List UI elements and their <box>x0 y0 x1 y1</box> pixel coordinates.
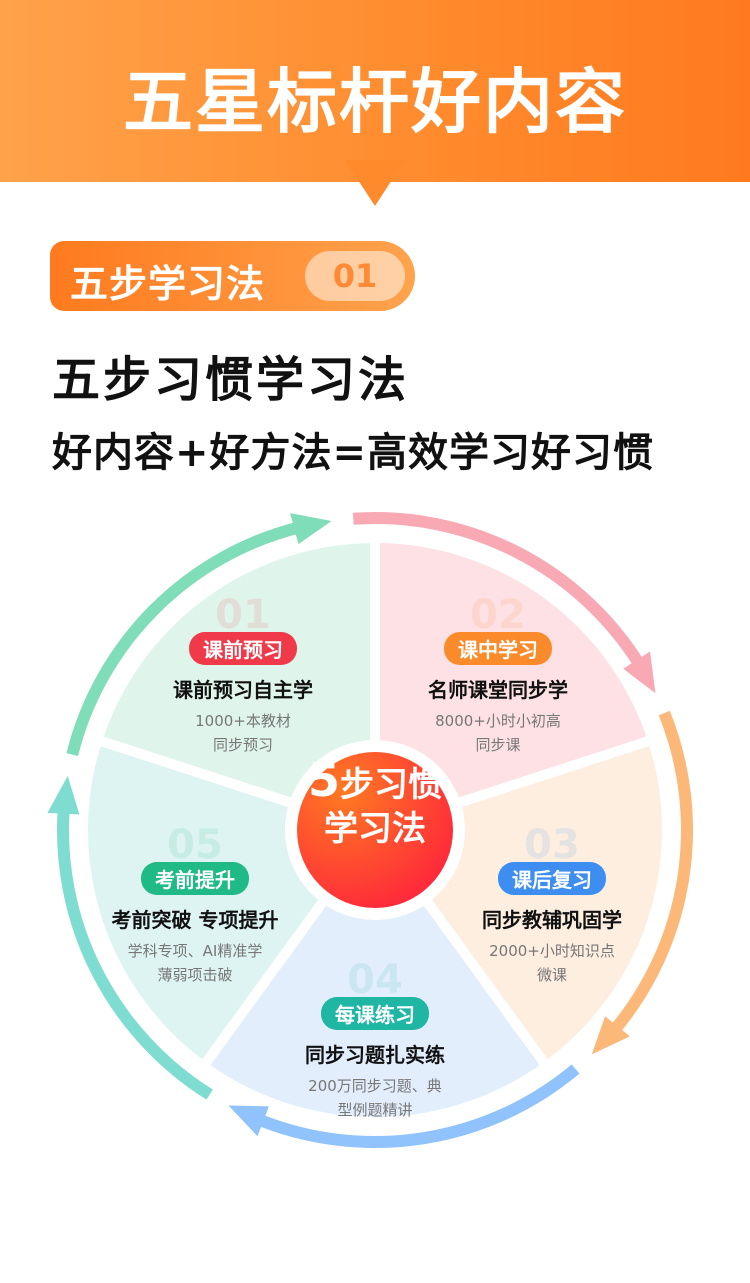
arrow-arc-02 <box>609 710 693 1035</box>
step-desc-line2: 同步预习 <box>212 736 273 754</box>
header-banner <box>0 0 750 182</box>
step-desc-line1: 1000+本教材 <box>195 712 291 730</box>
step-number: 02 <box>470 592 526 638</box>
step-label-badge: 考前提升 <box>141 862 249 895</box>
step-title: 课前预习自主学 <box>173 678 313 702</box>
step-desc-line1: 200万同步习题、典 <box>308 1077 442 1095</box>
step-title: 名师课堂同步学 <box>428 678 568 702</box>
step-label-badge: 课后复习 <box>498 862 606 895</box>
subheadline: 好内容+好方法=高效学习好习惯 <box>52 430 655 476</box>
step-desc-line1: 8000+小时小初高 <box>435 712 561 730</box>
step-desc-line1: 2000+小时知识点 <box>489 942 615 960</box>
step-block-03: 03 课后复习 同步教辅巩固学 2000+小时知识点 微课 <box>432 822 672 987</box>
step-title: 考前突破 专项提升 <box>111 908 279 932</box>
arrow-arc-04 <box>57 807 213 1100</box>
step-block-05: 05 考前提升 考前突破 专项提升 学科专项、AI精准学 薄弱项击破 <box>75 822 315 987</box>
step-block-04: 04 每课练习 同步习题扎实练 200万同步习题、典 型例题精讲 <box>255 957 495 1122</box>
section-tag-number: 01 <box>305 251 405 301</box>
wheel-slice-01 <box>370 532 660 837</box>
center-circle <box>297 752 453 908</box>
arrow-head-icon <box>47 775 80 815</box>
arrow-head-icon <box>591 1016 630 1055</box>
step-label-badge: 每课练习 <box>321 997 429 1030</box>
step-title: 同步教辅巩固学 <box>482 908 622 932</box>
step-desc-line2: 薄弱项击破 <box>157 966 233 984</box>
arrow-head-icon <box>290 513 332 545</box>
arrow-arc-01 <box>352 512 645 668</box>
arrow-arc-05 <box>66 521 301 756</box>
arrow-arc-03 <box>255 1064 580 1148</box>
headline: 五步习惯学习法 <box>52 352 410 408</box>
center-digit: 5 <box>307 753 340 807</box>
wheel-slice-03 <box>196 821 554 1127</box>
page-title: 五星标杆好内容 <box>123 61 627 143</box>
step-desc-line2: 同步课 <box>475 736 521 754</box>
section-tag-label: 五步学习法 <box>70 262 266 306</box>
step-desc-line2: 型例题精讲 <box>337 1101 413 1119</box>
step-number: 01 <box>215 592 271 638</box>
center-line1: 步习惯 <box>340 765 442 805</box>
step-number: 05 <box>167 822 223 868</box>
step-label-badge: 课前预习 <box>189 632 297 665</box>
section-tag: 五步学习法 01 <box>50 241 415 311</box>
step-label-badge: 课中学习 <box>444 632 552 665</box>
center-label: 5步习惯 学习法 <box>290 757 460 851</box>
step-number: 03 <box>524 822 580 868</box>
step-title: 同步习题扎实练 <box>305 1043 445 1067</box>
center-line2: 学习法 <box>324 809 426 849</box>
arrow-head-icon <box>623 651 656 694</box>
step-number: 04 <box>347 957 403 1003</box>
step-desc-line2: 微课 <box>536 966 567 984</box>
wheel-slice-05 <box>90 532 380 837</box>
step-desc-line1: 学科专项、AI精准学 <box>127 942 263 960</box>
arrow-head-icon <box>228 1105 269 1137</box>
step-block-01: 01 课前预习 课前预习自主学 1000+本教材 同步预习 <box>123 592 363 757</box>
step-block-02: 02 课中学习 名师课堂同步学 8000+小时小初高 同步课 <box>378 592 618 757</box>
